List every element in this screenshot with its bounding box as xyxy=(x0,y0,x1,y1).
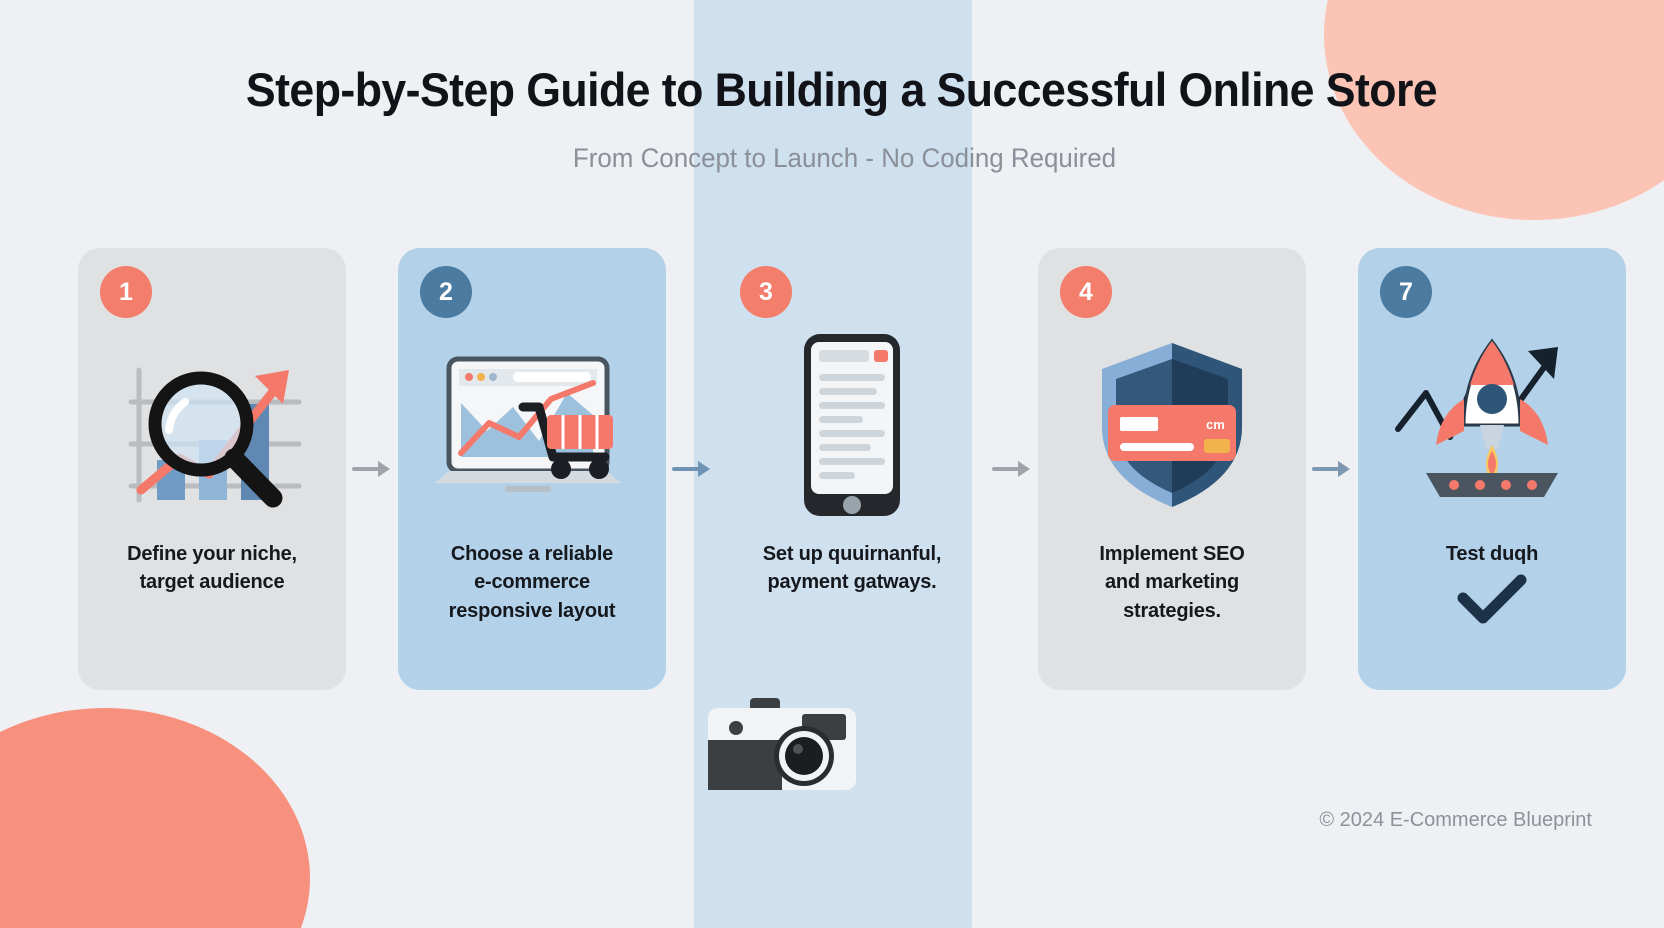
step-caption-1: Define your niche, target audience xyxy=(92,540,332,597)
caption-line: Test duqh xyxy=(1445,543,1539,565)
caption-line: Implement SEO xyxy=(1099,543,1245,565)
step-caption-2: Choose a reliable e-commerce responsive … xyxy=(412,540,652,625)
header: Step-by-Step Guide to Building a Success… xyxy=(0,62,1664,174)
caption-line: strategies. xyxy=(1123,599,1221,622)
rocket-launch-icon xyxy=(1358,330,1626,520)
svg-text:cm: cm xyxy=(1206,417,1225,432)
step-badge-2: 2 xyxy=(420,266,472,318)
footer-copyright: © 2024 E-Commerce Blueprint xyxy=(1319,809,1592,831)
step-caption-4: Implement SEO and marketing strategies. xyxy=(1052,540,1292,625)
step-badge-5: 7 xyxy=(1380,266,1432,318)
arrow-3-to-4 xyxy=(991,248,1033,690)
step-badge-4: 4 xyxy=(1060,266,1112,318)
step-caption-3: Set up quuirnanful, payment gatways. xyxy=(732,540,972,597)
step-card-5[interactable]: 7 Te xyxy=(1358,248,1626,690)
page-title: Step-by-Step Guide to Building a Success… xyxy=(245,63,1438,116)
caption-line: and marketing xyxy=(1104,571,1240,594)
smartphone-form-icon xyxy=(718,330,986,520)
arrow-4-to-5 xyxy=(1311,248,1353,690)
caption-line: Define your niche, xyxy=(127,543,297,565)
magnifier-bar-chart-icon xyxy=(78,330,346,520)
step-badge-3: 3 xyxy=(740,266,792,318)
step-caption-5: Test duqh xyxy=(1372,540,1612,635)
checkmark-icon xyxy=(1372,574,1612,634)
page-subtitle: From Concept to Launch - No Coding Requi… xyxy=(572,143,1117,173)
step-card-2[interactable]: 2 xyxy=(398,248,666,690)
step-card-1[interactable]: 1 Define your niche, xyxy=(78,248,346,690)
step-badge-1: 1 xyxy=(100,266,152,318)
camera-icon xyxy=(706,694,858,794)
background-blob-bottom-left xyxy=(0,708,310,928)
caption-line-garbled: Test duqh xyxy=(1446,540,1538,568)
arrow-2-to-3 xyxy=(671,248,713,690)
caption-line: payment gatways. xyxy=(767,571,937,594)
laptop-shopping-cart-icon xyxy=(398,330,666,520)
caption-line: Set up quuirnanful, xyxy=(762,543,942,565)
caption-line: Choose a reliable xyxy=(450,543,614,565)
caption-line: responsive layout xyxy=(448,599,616,622)
caption-line: target audience xyxy=(139,571,285,594)
caption-line: e-commerce xyxy=(474,571,590,594)
step-card-3[interactable]: 3 Set up quuir xyxy=(718,248,986,690)
caption-line-garbled: Set up quuirnanful, xyxy=(762,540,942,568)
step-card-4[interactable]: 4 cm Implement SEO and marketing strateg… xyxy=(1038,248,1306,690)
shield-credit-card-icon: cm xyxy=(1038,330,1306,520)
steps-row: 1 Define your niche, xyxy=(78,248,1626,690)
arrow-1-to-2 xyxy=(351,248,393,690)
